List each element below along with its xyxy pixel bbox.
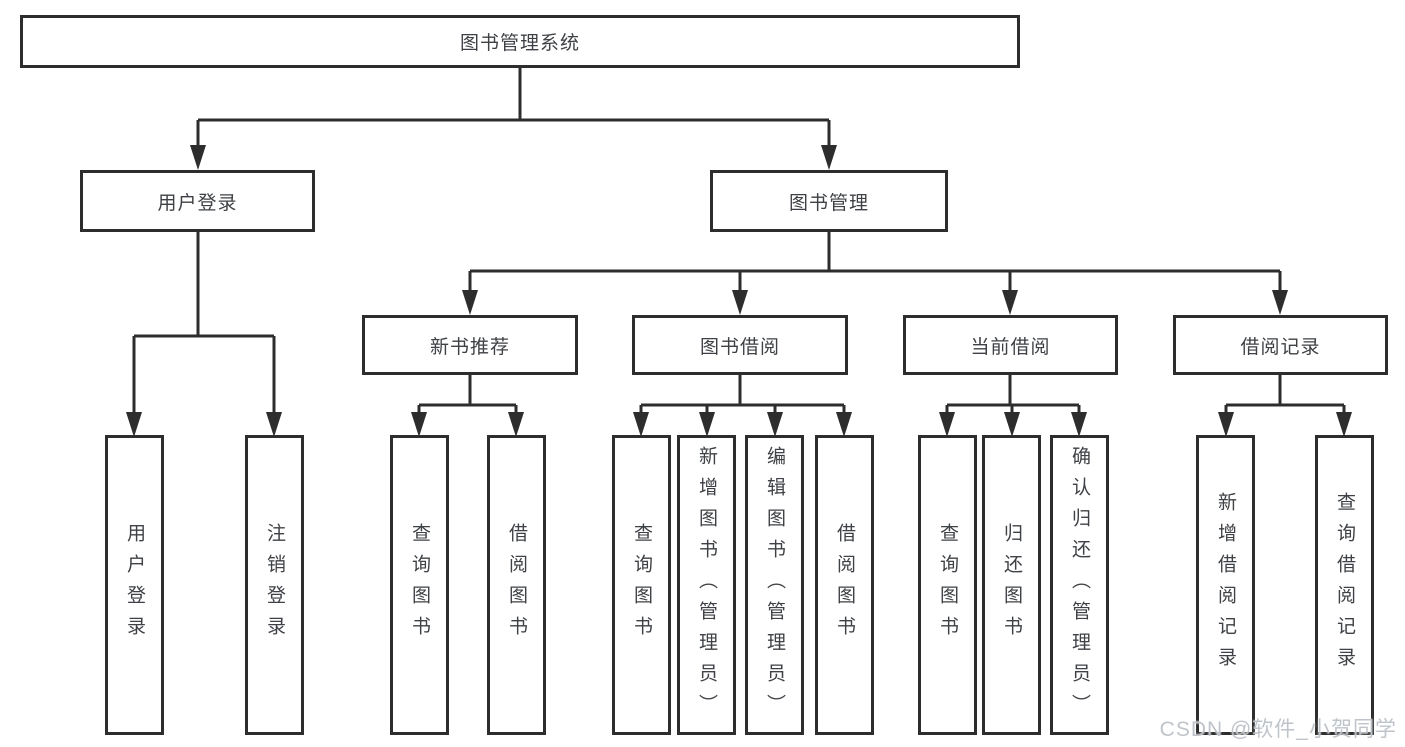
node-label: 用户登录 — [157, 192, 238, 214]
node-user-login: 用户登录 — [80, 170, 315, 232]
leaf-label: 编辑图书（管理员） — [764, 445, 785, 725]
node-label: 当前借阅 — [970, 336, 1051, 358]
node-book-management: 图书管理 — [710, 170, 948, 232]
node-label: 新书推荐 — [429, 336, 510, 358]
node-label: 借阅记录 — [1240, 336, 1321, 358]
leaf-borrow-books: 借阅图书 — [815, 435, 874, 735]
leaf-confirm-return-admin: 确认归还（管理员） — [1050, 435, 1109, 735]
leaf-add-books-admin: 新增图书（管理员） — [677, 435, 736, 735]
leaf-label: 用户登录 — [124, 523, 145, 647]
leaf-label: 确认归还（管理员） — [1069, 445, 1090, 725]
leaf-label: 借阅图书 — [506, 523, 527, 647]
node-borrow-record: 借阅记录 — [1173, 315, 1388, 375]
leaf-add-borrow-record: 新增借阅记录 — [1196, 435, 1255, 735]
leaf-borrow-books-recommend: 借阅图书 — [487, 435, 546, 735]
leaf-label: 查询图书 — [937, 523, 958, 647]
leaf-query-books-recommend: 查询图书 — [390, 435, 449, 735]
tree-edges — [132, 68, 1346, 414]
leaf-label: 归还图书 — [1001, 523, 1022, 647]
node-book-borrow: 图书借阅 — [632, 315, 848, 375]
leaf-label: 查询借阅记录 — [1334, 492, 1355, 678]
leaf-label: 借阅图书 — [834, 523, 855, 647]
leaf-query-books-borrow: 查询图书 — [612, 435, 671, 735]
leaf-label: 新增借阅记录 — [1215, 492, 1236, 678]
leaf-query-books-current: 查询图书 — [918, 435, 977, 735]
node-label: 图书管理系统 — [459, 33, 580, 54]
leaf-query-borrow-record: 查询借阅记录 — [1315, 435, 1374, 735]
node-current-borrow: 当前借阅 — [903, 315, 1118, 375]
leaf-label: 注销登录 — [264, 523, 285, 647]
node-root-system: 图书管理系统 — [20, 15, 1020, 68]
watermark: CSDN @软件_小贺同学 — [1159, 718, 1397, 741]
leaf-label: 查询图书 — [409, 523, 430, 647]
node-label: 图书管理 — [788, 192, 869, 214]
leaf-user-login: 用户登录 — [105, 435, 164, 735]
leaf-label: 查询图书 — [631, 523, 652, 647]
leaf-return-books: 归还图书 — [982, 435, 1041, 735]
leaf-edit-books-admin: 编辑图书（管理员） — [745, 435, 804, 735]
arrow-down-icons — [126, 145, 1352, 437]
leaf-label: 新增图书（管理员） — [696, 445, 717, 725]
node-new-book-recommend: 新书推荐 — [362, 315, 578, 375]
leaf-logout: 注销登录 — [245, 435, 304, 735]
node-label: 图书借阅 — [699, 336, 780, 358]
